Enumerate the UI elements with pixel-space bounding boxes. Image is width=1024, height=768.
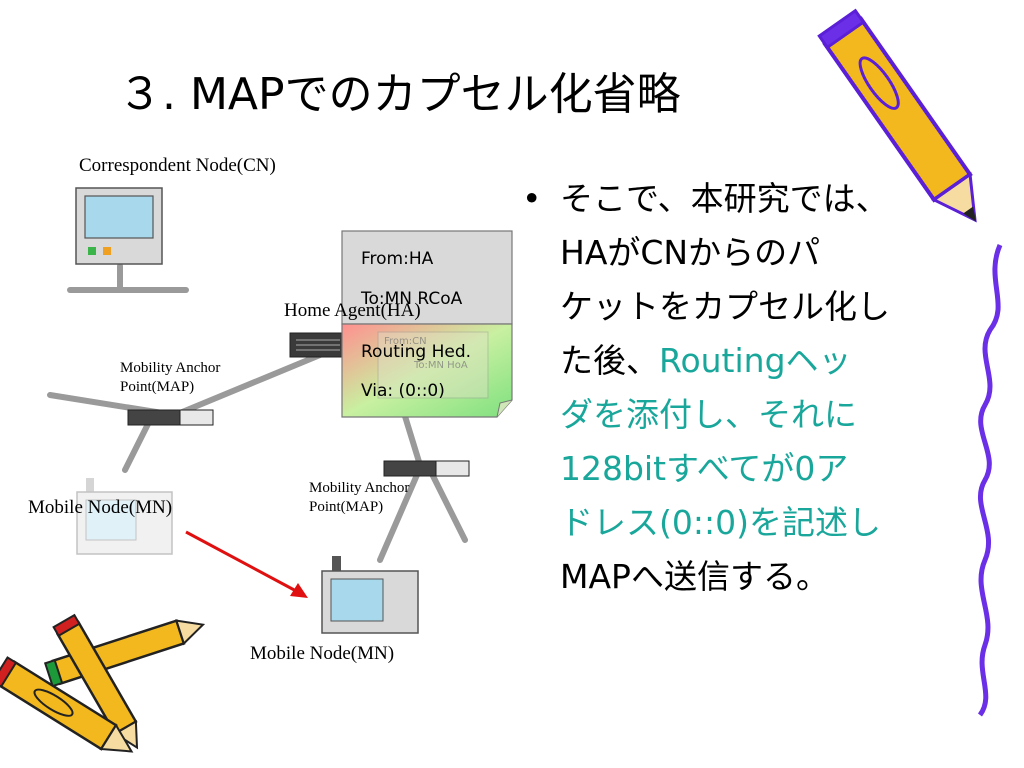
mn1-label: Mobile Node(MN) <box>28 497 173 518</box>
bullet-line-8: MAPへ送信する。 <box>560 557 829 596</box>
cn-label: Correspondent Node(CN) <box>79 155 276 176</box>
bullet-text: そこで、本研究では、 HAがCNからのパ ケットをカプセル化し た後、Routi… <box>560 172 970 604</box>
bullet-line-2: HAがCNからのパ <box>560 233 821 272</box>
link-map2-mn <box>377 465 423 563</box>
mobile-node-1-icon <box>76 478 173 555</box>
link-map1-ha <box>172 352 323 418</box>
link-map1-mn <box>122 417 153 473</box>
map1-label: Mobility Anchor Point(MAP) <box>120 359 220 397</box>
packet-outer-to: To:MN RCoA <box>361 289 463 309</box>
bullet-line-6: 128bitすべてが0ア <box>560 449 849 488</box>
network-links <box>47 263 468 563</box>
packet-icon <box>341 230 513 418</box>
movement-arrow-icon <box>185 530 308 598</box>
link-map2-right <box>427 467 468 543</box>
packet-inner-to: To:MN HoA <box>414 360 468 371</box>
map2-label: Mobility Anchor Point(MAP) <box>309 479 409 517</box>
ha-label: Home Agent(HA) <box>284 300 421 321</box>
bullet-line-5: ダを添付し、それに <box>560 395 857 434</box>
mn2-label: Mobile Node(MN) <box>250 643 395 664</box>
map2-router-icon <box>383 460 470 477</box>
map1-label-line1: Mobility Anchor <box>120 360 221 376</box>
packet-outer-from: From:HA <box>361 249 434 269</box>
bullet-line-1: そこで、本研究では、 <box>560 179 889 218</box>
map1-label-line2: Point(MAP) <box>120 379 195 395</box>
bullet-line-7: ドレス(0::0)を記述し <box>560 503 881 542</box>
map1-router-icon <box>127 409 214 426</box>
cn-computer-icon <box>75 187 163 265</box>
packet-inner-from: From:CN <box>384 336 427 347</box>
bullet-marker: • <box>522 179 542 218</box>
map2-label-line2: Point(MAP) <box>309 499 384 515</box>
bullet-line-3: ケットをカプセル化し <box>560 287 890 326</box>
home-agent-router-icon <box>289 332 347 358</box>
packet-routing-header: Routing Hed. <box>361 342 472 362</box>
mobile-node-2-icon <box>321 556 419 634</box>
map2-label-line1: Mobility Anchor <box>309 480 410 496</box>
packet-routing-via: Via: (0::0) <box>361 381 445 401</box>
bullet-line-4: た後、Routingヘッ <box>560 334 970 388</box>
bullet-line-4-green: Routingヘッ <box>659 341 852 380</box>
bullet-line-4-black: た後、 <box>560 341 659 380</box>
slide-title: ３. MAPでのカプセル化省略 <box>118 69 681 120</box>
